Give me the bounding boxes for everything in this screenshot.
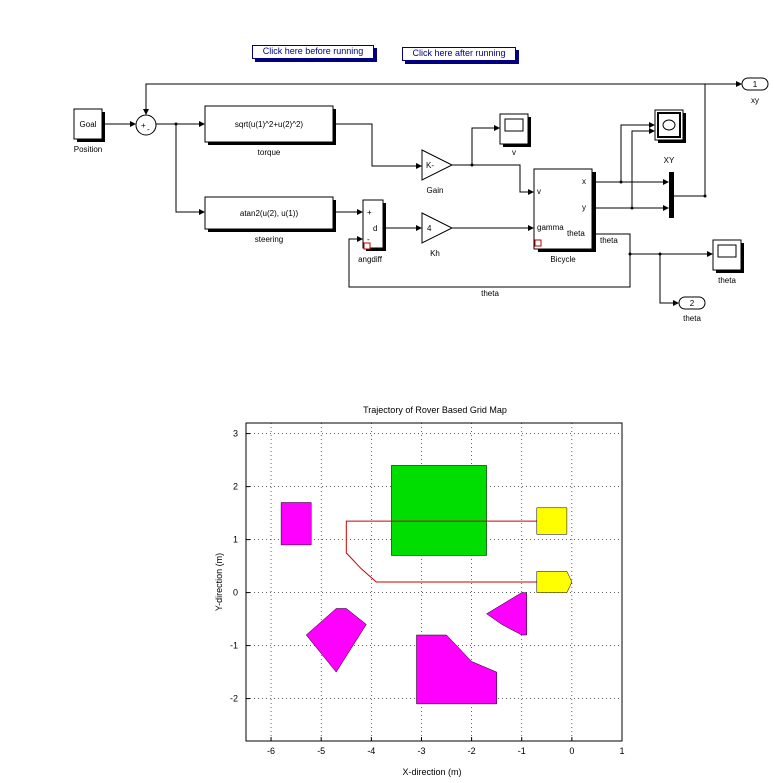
signal-wires (102, 81, 742, 306)
kh-label: Kh (430, 249, 440, 258)
svg-text:x: x (582, 177, 586, 186)
gain-label: Gain (427, 186, 444, 195)
obstacle (486, 592, 527, 636)
svg-text:Goal: Goal (80, 120, 97, 129)
angdiff-label: angdiff (358, 255, 383, 264)
gain-block[interactable]: K- (421, 149, 454, 181)
click-after-running-button[interactable]: Click here after running (402, 47, 516, 61)
click-before-running-button[interactable]: Click here before running (252, 45, 374, 59)
y-tick-label: 0 (233, 588, 238, 598)
sum-block[interactable]: + - (135, 114, 157, 136)
simulink-diagram: Goal Position + - sqrt(u(1)^2+u(2)^2) to… (73, 77, 769, 323)
obstacle (280, 502, 312, 546)
goal-label: Position (74, 145, 102, 154)
svg-text:v: v (537, 187, 541, 196)
tick-layer: -6 -5 -4 -3 -2 -1 0 1 -2 -1 0 1 2 3 (230, 429, 625, 756)
scope-xy[interactable] (654, 109, 686, 143)
mux-block[interactable] (669, 172, 674, 218)
obstacle (416, 634, 497, 705)
scope-v-label: v (512, 148, 516, 157)
x-tick-label: -1 (518, 746, 526, 756)
y-tick-label: 3 (233, 429, 238, 439)
chart-title: Trajectory of Rover Based Grid Map (363, 405, 507, 415)
x-tick-label: -2 (468, 746, 476, 756)
scope-theta[interactable] (712, 239, 744, 273)
svg-text:-: - (367, 235, 370, 244)
torque-label: torque (258, 148, 281, 157)
svg-text:y: y (582, 203, 586, 212)
rover (536, 507, 568, 535)
x-tick-label: -5 (317, 746, 325, 756)
obstacle (391, 465, 487, 556)
outport-theta[interactable]: 2 (678, 296, 706, 310)
y-tick-label: -2 (230, 694, 238, 704)
steering-block[interactable]: atan2(u(2), u(1)) (204, 196, 336, 232)
svg-text:-: - (147, 125, 150, 134)
outport-xy[interactable]: 1 (741, 77, 769, 91)
shape-layer (280, 465, 573, 705)
bicycle-block[interactable]: v gamma x y theta (533, 168, 596, 252)
torque-block[interactable]: sqrt(u(1)^2+u(2)^2) (204, 105, 336, 145)
kh-block[interactable]: 4 (421, 212, 454, 244)
x-tick-label: 1 (619, 746, 624, 756)
svg-text:+: + (141, 121, 146, 130)
svg-text:sqrt(u(1)^2+u(2)^2): sqrt(u(1)^2+u(2)^2) (235, 120, 304, 129)
y-axis-label: Y-direction (m) (214, 553, 224, 611)
y-tick-label: 2 (233, 482, 238, 492)
scope-xy-label: XY (664, 156, 675, 165)
svg-text:K-: K- (426, 161, 434, 170)
svg-text:gamma: gamma (537, 223, 564, 232)
steering-label: steering (255, 235, 283, 244)
goal-block[interactable]: Goal (73, 108, 105, 142)
wire-theta-label: theta (481, 289, 499, 298)
scope-v[interactable] (499, 113, 531, 147)
x-tick-label: -4 (367, 746, 375, 756)
x-tick-label: -3 (417, 746, 425, 756)
svg-text:2: 2 (690, 299, 695, 308)
x-axis-label: X-direction (m) (402, 767, 461, 777)
bicycle-label: Bicycle (550, 255, 576, 264)
outport-xy-label: xy (751, 96, 759, 105)
rover (536, 571, 573, 593)
y-tick-label: -1 (230, 641, 238, 651)
trajectory-line (345, 520, 542, 583)
y-tick-label: 1 (233, 535, 238, 545)
svg-text:+: + (367, 208, 372, 217)
scope-theta-label: theta (718, 276, 736, 285)
svg-text:theta: theta (567, 229, 585, 238)
x-tick-label: -6 (267, 746, 275, 756)
svg-text:4: 4 (427, 224, 432, 233)
svg-text:d: d (373, 224, 377, 233)
x-tick-label: 0 (569, 746, 574, 756)
wire-theta-label-bicycle: theta (600, 236, 618, 245)
angdiff-block[interactable]: + d - (362, 199, 386, 251)
svg-text:atan2(u(2), u(1)): atan2(u(2), u(1)) (240, 209, 299, 218)
obstacle (305, 608, 367, 673)
svg-text:1: 1 (753, 80, 758, 89)
trajectory-grid-map: Trajectory of Rover Based Grid Map -6-5-… (214, 405, 625, 777)
outport-theta-label: theta (683, 314, 701, 323)
